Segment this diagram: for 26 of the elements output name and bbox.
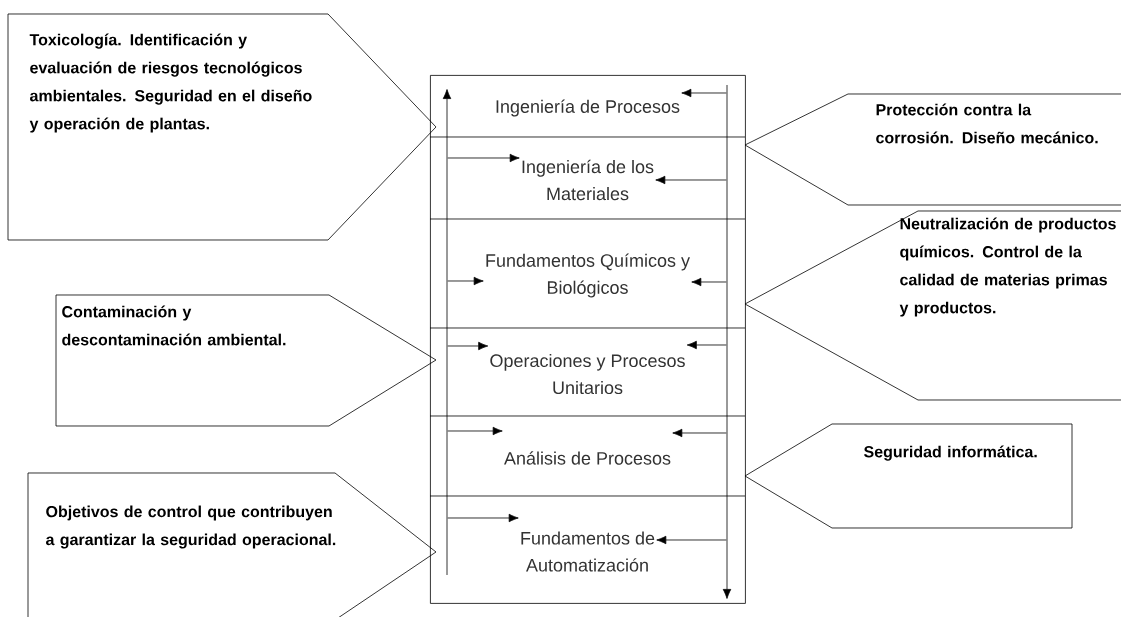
arrow [447,341,489,351]
arrow [681,88,727,98]
callout-box: Objetivos de control que contribuyen a garantizar la seguridad operacional. [27,472,437,617]
arrow [447,513,519,523]
row-title: Análisis de Procesos [504,451,671,465]
arrow [672,428,727,438]
row-title: Fundamentos Químicos y Biológicos [486,253,690,298]
row-title: Operaciones y Procesos Unitarios [490,353,685,395]
row-title: Ingeniería de los Materiales [522,159,654,201]
column-box [430,75,746,604]
arrow [655,175,727,185]
flow-bar [722,84,732,599]
row-title: Fundamentos de Automatización [521,531,655,572]
callout-box: Contaminación y descontaminación ambiental. [55,294,437,427]
arrow [656,535,727,545]
row-title: Ingeniería de Procesos [496,99,680,117]
arrow [686,340,727,350]
callout-box: Toxicología. Identificación y evaluación de riesgos tecnológicos ambientales. Seguridad en el diseño y operación de plantas. [7,13,437,241]
arrow [447,153,520,163]
callout-box: Neutralización de productos químicos. Control de la calidad de materias primas y productos. [744,210,1121,401]
callout-box: Seguridad informática. [744,423,1073,529]
arrow [447,426,503,436]
arrow [447,276,484,286]
arrow [691,277,727,287]
flow-bar [442,89,452,576]
callout-box: Protección contra la corrosión. Diseño mecánico. [744,93,1121,206]
